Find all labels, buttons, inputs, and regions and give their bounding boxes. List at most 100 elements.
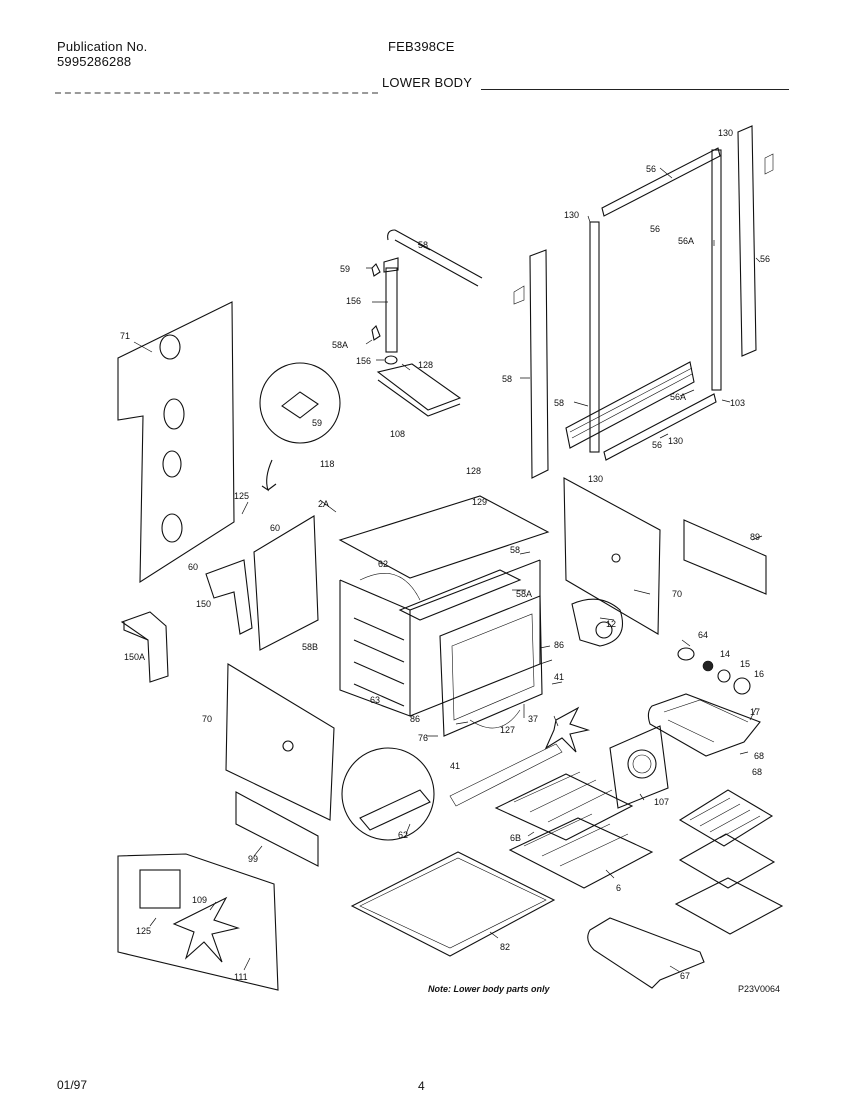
callout-56: 56 — [652, 440, 662, 450]
vent-tube-assembly — [371, 229, 483, 417]
callout-6B: 6B — [510, 833, 521, 843]
callout-128: 128 — [466, 466, 481, 476]
callout-125: 125 — [234, 491, 249, 501]
callout-89: 89 — [750, 532, 760, 542]
callout-58B: 58B — [302, 642, 318, 652]
callout-103: 103 — [730, 398, 745, 408]
convection-fan-blade — [544, 706, 591, 753]
callout-leaders — [133, 167, 763, 973]
callout-130: 130 — [718, 128, 733, 138]
page-number: 4 — [418, 1079, 425, 1093]
detail-circle-59 — [259, 362, 341, 492]
rear-panel-70 — [563, 477, 661, 635]
callout-70: 70 — [672, 589, 682, 599]
section-title: LOWER BODY — [382, 75, 473, 90]
callout-82: 82 — [500, 942, 510, 952]
callout-130: 130 — [668, 436, 683, 446]
callout-56A: 56A — [678, 236, 694, 246]
callout-118: 118 — [320, 459, 334, 469]
callout-16: 16 — [754, 669, 764, 679]
callout-125: 125 — [136, 926, 151, 936]
callout-56: 56 — [646, 164, 656, 174]
oven-racks — [494, 771, 654, 889]
callout-2A: 2A — [318, 499, 329, 509]
callout-111: 111 — [234, 972, 248, 982]
callout-150A: 150A — [124, 652, 145, 662]
callout-12: 12 — [606, 619, 616, 629]
bottom-panel-62 — [350, 851, 556, 957]
lamp-parts — [677, 647, 751, 695]
callout-60: 60 — [270, 523, 280, 533]
bake-element-67 — [587, 917, 705, 989]
callout-60: 60 — [188, 562, 198, 572]
callout-17: 17 — [750, 707, 760, 717]
figure-code: P23V0064 — [738, 984, 781, 994]
oven-body — [253, 495, 550, 737]
publication-date: 01/97 — [57, 1078, 88, 1092]
trim-strip — [449, 743, 563, 807]
motor-assembly-box — [117, 853, 279, 991]
callout-130: 130 — [588, 474, 603, 484]
publication-number: 5995286288 — [57, 54, 132, 69]
callout-128: 128 — [418, 360, 433, 370]
callout-156: 156 — [356, 356, 371, 366]
bracket-150 — [120, 559, 253, 683]
model-number: FEB398CE — [388, 39, 455, 54]
callout-99: 99 — [248, 854, 258, 864]
header-rule-right — [481, 89, 789, 90]
callout-6: 6 — [616, 883, 621, 893]
callout-108: 108 — [390, 429, 405, 439]
callout-15: 15 — [740, 659, 750, 669]
callout-76: 76 — [418, 733, 428, 743]
callout-56: 56 — [650, 224, 660, 234]
broil-pan-set — [674, 789, 784, 935]
callout-67: 67 — [680, 971, 690, 981]
bracket-89 — [683, 519, 767, 595]
callout-62: 62 — [378, 559, 388, 569]
callout-62: 62 — [398, 830, 408, 840]
callout-56: 56 — [760, 254, 770, 264]
callout-41: 41 — [450, 761, 460, 771]
rear-panel-71 — [117, 301, 235, 584]
callout-107: 107 — [654, 797, 669, 807]
callout-58: 58 — [502, 374, 512, 384]
publication-label: Publication No. — [57, 39, 148, 54]
callout-58A: 58A — [332, 340, 348, 350]
callout-14: 14 — [720, 649, 730, 659]
callout-58: 58 — [418, 240, 428, 250]
callout-127: 127 — [500, 725, 515, 735]
callout-59: 59 — [312, 418, 322, 428]
callout-70: 70 — [202, 714, 212, 724]
fan-motor-12 — [571, 598, 624, 647]
callout-130: 130 — [564, 210, 579, 220]
callout-59: 59 — [340, 264, 350, 274]
callout-86: 86 — [410, 714, 420, 724]
callout-129: 129 — [472, 497, 487, 507]
callout-58: 58 — [510, 545, 520, 555]
detail-circle-62 — [341, 747, 435, 841]
callout-41: 41 — [554, 672, 564, 682]
fan-cover-107 — [609, 725, 669, 809]
callout-150: 150 — [196, 599, 211, 609]
callout-68: 68 — [754, 751, 764, 761]
callout-68: 68 — [752, 767, 762, 777]
callout-86: 86 — [554, 640, 564, 650]
header-rule-left — [55, 92, 378, 94]
callout-71: 71 — [120, 331, 130, 341]
callout-109: 109 — [192, 895, 207, 905]
callout-64: 64 — [698, 630, 708, 640]
side-trim-right — [737, 125, 774, 357]
broil-element — [647, 693, 761, 757]
frame-rods — [565, 147, 722, 461]
callout-63: 63 — [370, 695, 380, 705]
callout-58: 58 — [554, 398, 564, 408]
callout-58A: 58A — [516, 589, 532, 599]
callout-37: 37 — [528, 714, 538, 724]
side-panel-70-left — [225, 663, 335, 821]
side-trim-left — [513, 249, 549, 479]
diagram-note: Note: Lower body parts only — [428, 984, 550, 994]
callout-156: 156 — [346, 296, 361, 306]
callout-56A: 56A — [670, 392, 686, 402]
